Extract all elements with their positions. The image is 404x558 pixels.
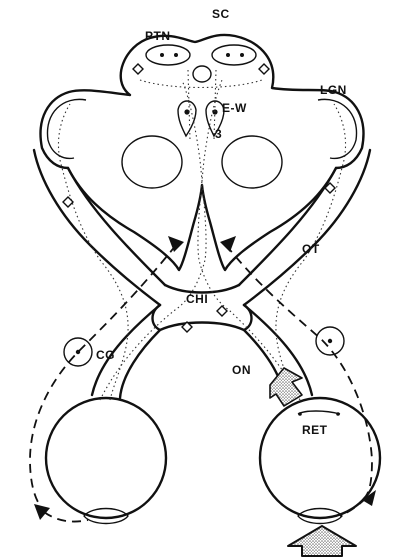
label-ew: E-W: [222, 101, 247, 115]
lumen-left: [122, 136, 182, 188]
eye-left: [46, 398, 166, 518]
fiber-left-lgn: [58, 104, 128, 400]
marker-tract-left: [63, 197, 73, 207]
ptn-left-neuron: [160, 53, 164, 57]
marker-chiasm-right: [217, 306, 227, 316]
label-ret: RET: [302, 423, 328, 437]
stimulus-arrow-light: [288, 526, 356, 556]
optic-nerve-left-b: [120, 330, 160, 398]
ptn-left-neuron: [174, 53, 178, 57]
label-on: ON: [232, 363, 251, 377]
optic-tract-right-inner: [244, 150, 370, 305]
retina-marker: [298, 411, 340, 414]
marker-ptn-left: [133, 64, 143, 74]
label-cg: CG: [96, 348, 115, 362]
label-chi: CHI: [186, 292, 208, 306]
optic-tract-right: [239, 168, 336, 285]
arrowhead-efferent-left-bottom: [34, 504, 50, 520]
lgn-right-lobe: [318, 99, 357, 158]
ew-left-neuron: [184, 109, 189, 114]
chiasm-bottom: [160, 323, 244, 331]
arrowhead-efferent-right-top: [220, 236, 236, 252]
lumen-right: [222, 136, 282, 188]
label-ot: OT: [302, 242, 320, 256]
stimulus-arrow-optic-nerve: [270, 368, 302, 406]
optic-tract-left-inner: [34, 150, 160, 305]
label-sc: SC: [212, 7, 230, 21]
ptn-right-neuron: [240, 53, 244, 57]
ret-point: [336, 412, 340, 416]
arrowhead-efferent-left-top: [168, 236, 184, 252]
optic-nerve-right: [244, 305, 252, 330]
cg-left-neuron: [76, 350, 80, 354]
aqueduct: [193, 66, 211, 82]
fiber-top-arc: [140, 80, 262, 88]
marker-ptn-right: [259, 64, 269, 74]
ret-point: [298, 412, 302, 416]
ptn-left: [146, 45, 190, 65]
ptn-right: [212, 45, 256, 65]
ptn-right-neuron: [226, 53, 230, 57]
efferent-left: [30, 245, 176, 510]
label-ptn: PTN: [145, 29, 171, 43]
cg-right-neuron: [328, 339, 332, 343]
midbrain-outline: [41, 35, 364, 270]
fiber-right-outer: [198, 80, 300, 400]
label-lgn: LGN: [320, 83, 347, 97]
optic-tract-left: [68, 168, 165, 285]
label-3: 3: [215, 127, 222, 141]
lgn-left-lobe: [47, 99, 86, 158]
